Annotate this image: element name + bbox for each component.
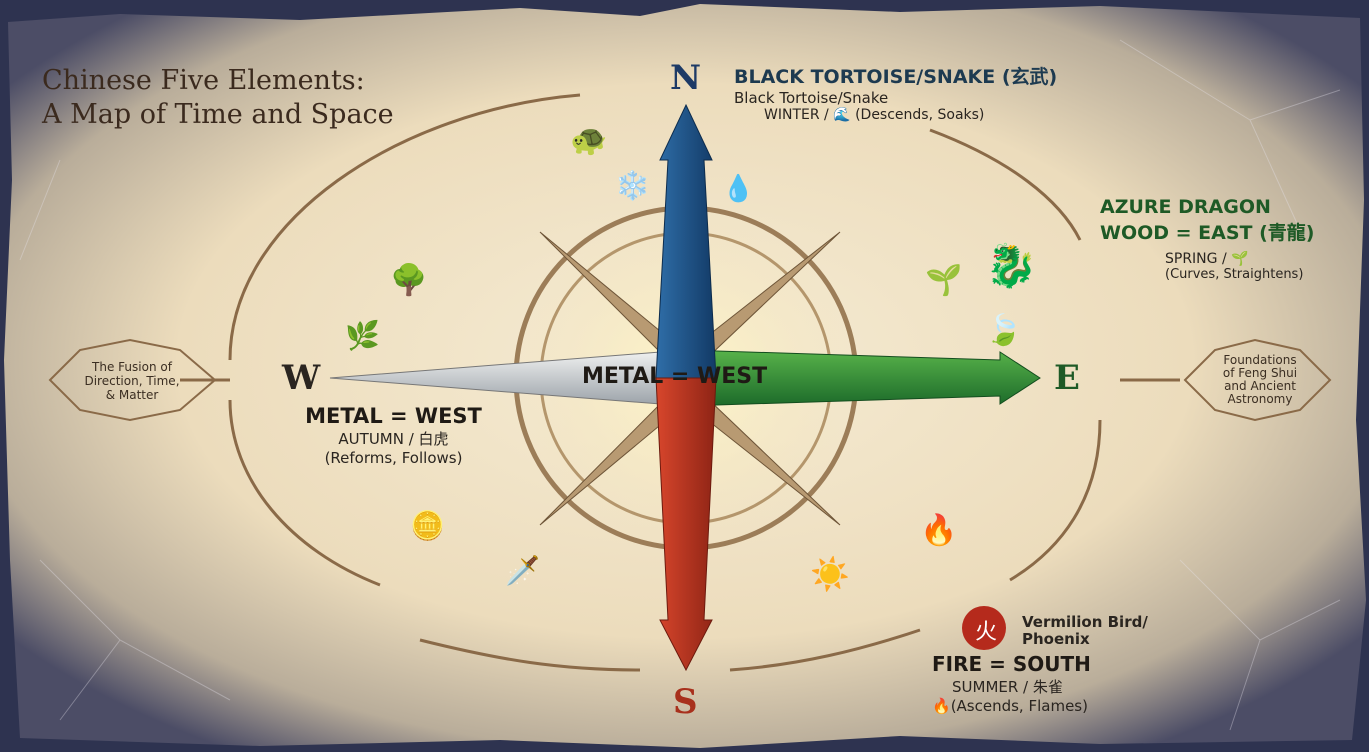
south-animal: Vermilion Bird/ Phoenix bbox=[1022, 614, 1148, 648]
south-arrow bbox=[655, 377, 717, 672]
sword-icon: 🗡️ bbox=[505, 554, 540, 587]
north-qualities: (Descends, Soaks) bbox=[850, 107, 985, 123]
west-qualities: (Reforms, Follows) bbox=[324, 449, 463, 467]
left-box-line-2: Direction, Time, bbox=[84, 374, 180, 388]
water-drop-icon: 💧 bbox=[722, 173, 754, 204]
label-frames bbox=[48, 338, 1332, 422]
north-heading: BLACK TORTOISE/SNAKE (玄武) bbox=[734, 66, 1058, 88]
snowflake-icon: ❄️ bbox=[615, 169, 650, 202]
west-heading: METAL = WEST bbox=[305, 404, 482, 428]
leaf-icon: 🍃 bbox=[985, 311, 1022, 348]
east-block: AZURE DRAGON WOOD = EAST (青龍) SPRING / 🌱… bbox=[1100, 196, 1315, 282]
right-box-line-2: of Feng Shui bbox=[1222, 366, 1298, 380]
west-block: METAL = WEST AUTUMN / 白虎 (Reforms, Follo… bbox=[296, 404, 491, 467]
wave-icon: 🌊 bbox=[833, 107, 851, 123]
left-box-line-1: The Fusion of bbox=[92, 360, 172, 374]
right-box-line-4: Astronomy bbox=[1227, 392, 1293, 406]
south-block: FIRE = SOUTH SUMMER / 朱雀 🔥(Ascends, Flam… bbox=[932, 652, 1091, 715]
fire-badge bbox=[962, 606, 1006, 650]
east-season: SPRING / bbox=[1165, 251, 1232, 267]
title-line-2: A Map of Time and Space bbox=[42, 99, 394, 130]
center-label: METAL = WEST bbox=[582, 364, 768, 389]
west-season: AUTUMN / 白虎 bbox=[338, 430, 449, 448]
south-heading: FIRE = SOUTH bbox=[932, 652, 1091, 676]
flame-icon: 🔥 bbox=[932, 697, 951, 715]
tree-icon: 🌳 bbox=[390, 261, 427, 298]
south-qualities: (Ascends, Flames) bbox=[950, 697, 1088, 715]
north-season: WINTER / 🌊 (Descends, Soaks) bbox=[734, 107, 1057, 123]
page-title: Chinese Five Elements: A Map of Time and… bbox=[42, 64, 394, 132]
south-label: S bbox=[673, 682, 698, 722]
north-subtitle: Black Tortoise/Snake bbox=[734, 89, 889, 107]
fire-badge-text: 火 bbox=[975, 620, 998, 645]
sun-icon: ☀️ bbox=[810, 555, 850, 593]
south-animal-line-2: Phoenix bbox=[1022, 630, 1090, 648]
seedling-icon: 🌱 bbox=[925, 263, 962, 298]
right-box-line-3: and Ancient bbox=[1224, 379, 1296, 393]
tortoise-snake-icon: 🐢 bbox=[570, 123, 607, 158]
south-animal-line-1: Vermilion Bird/ bbox=[1022, 613, 1148, 631]
left-info-box: The Fusion of Direction, Time, & Matter bbox=[62, 360, 202, 402]
north-season-text: WINTER / bbox=[764, 107, 834, 123]
dragon-icon: 🐉 bbox=[985, 241, 1037, 290]
fire-icon: 🔥 bbox=[920, 512, 957, 548]
herb-icon: 🌿 bbox=[345, 319, 380, 352]
east-heading-2: WOOD = EAST (青龍) bbox=[1100, 222, 1315, 244]
north-label: N bbox=[670, 58, 702, 98]
east-qualities: (Curves, Straightens) bbox=[1165, 267, 1304, 282]
east-heading-1: AZURE DRAGON bbox=[1100, 196, 1271, 218]
north-block: BLACK TORTOISE/SNAKE (玄武) Black Tortoise… bbox=[734, 62, 1057, 123]
east-label: E bbox=[1054, 358, 1080, 398]
right-info-box: Foundations of Feng Shui and Ancient Ast… bbox=[1200, 354, 1320, 406]
element-icons: 🐢 ❄️ 💧 🌳 🌿 🌱 🐉 🍃 🪙 🗡️ ☀️ 🔥 bbox=[345, 123, 1037, 593]
south-season: SUMMER / 朱雀 bbox=[952, 678, 1063, 696]
constellation-lines bbox=[19, 39, 1341, 731]
west-label: W bbox=[282, 358, 321, 398]
cycle-arrows bbox=[180, 93, 1180, 672]
title-line-1: Chinese Five Elements: bbox=[42, 65, 365, 96]
right-box-line-1: Foundations bbox=[1223, 353, 1297, 367]
sprout-icon: 🌱 bbox=[1231, 251, 1249, 267]
coin-icon: 🪙 bbox=[410, 509, 445, 542]
left-box-line-3: & Matter bbox=[105, 388, 159, 402]
